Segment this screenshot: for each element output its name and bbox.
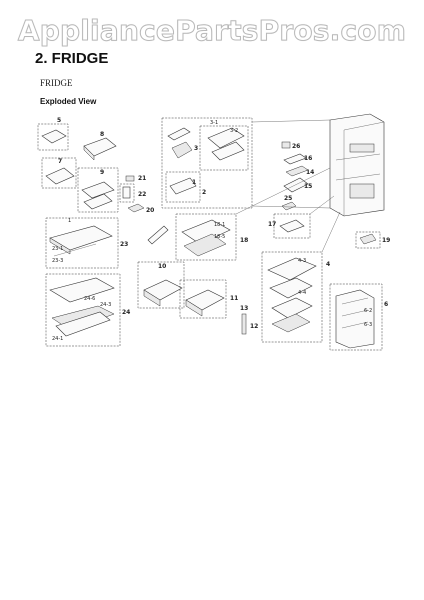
part-label-22: 22 — [138, 191, 146, 198]
right-mid-parts-group: 26 16 14 15 25 17 — [268, 141, 314, 239]
part-label-2: 2 — [202, 189, 206, 196]
part-label-17: 17 — [268, 221, 276, 228]
part-label-10: 10 — [158, 263, 166, 270]
part-label-13: 13 — [240, 305, 248, 312]
part-label-19: 19 — [382, 237, 390, 244]
door-group: 6 6-2 6-3 — [329, 283, 388, 351]
cabinet-group — [329, 113, 385, 217]
svg-text:24-3: 24-3 — [100, 302, 111, 308]
part-label-1: 1 — [192, 179, 196, 186]
part-label-9: 9 — [100, 169, 104, 176]
exploded-view-label: Exploded View — [40, 97, 97, 106]
svg-text:3-1: 3-1 — [210, 120, 218, 126]
part-label-23: 23 — [120, 241, 128, 248]
part-label-11: 11 — [230, 295, 238, 302]
svg-text:4-3: 4-3 — [298, 258, 306, 264]
section-subtitle: FRIDGE — [40, 78, 73, 88]
svg-text:6-3: 6-3 — [364, 322, 372, 328]
part-label-3: 3 — [194, 145, 198, 152]
svg-text:23-3: 23-3 — [52, 258, 63, 264]
part-label-18: 18 — [240, 237, 248, 244]
svg-text:6-2: 6-2 — [364, 308, 372, 314]
part-label-24: 24 — [122, 309, 130, 316]
door-bins-group: 4 4-3 4-4 — [261, 251, 330, 343]
part-label-7: 7 — [58, 158, 62, 165]
svg-text:18-5: 18-5 — [214, 234, 225, 240]
svg-text:23-1: 23-1 — [52, 246, 63, 252]
crisper-cover-group: 24 24-3 24-6 24-1 — [45, 273, 130, 347]
svg-text:1: 1 — [68, 218, 71, 224]
part-label-25: 25 — [284, 195, 292, 202]
part-label-16: 16 — [304, 155, 312, 162]
part-label-6: 6 — [384, 301, 388, 308]
part-label-12: 12 — [250, 323, 258, 330]
drawer-group: 10 11 12 13 — [137, 261, 258, 335]
hinge-group: 19 — [355, 231, 390, 249]
part-label-14: 14 — [306, 169, 314, 176]
glass-shelf-group: 23 1 23-1 23-3 — [45, 217, 128, 269]
svg-text:24-6: 24-6 — [84, 296, 95, 302]
svg-text:4-4: 4-4 — [298, 290, 306, 296]
water-filter-group — [147, 225, 169, 245]
section-title: 2. FRIDGE — [35, 50, 109, 67]
upper-shelves-group: 5 8 7 9 — [37, 117, 119, 213]
small-parts-group: 21 22 20 — [119, 175, 154, 214]
part-label-15: 15 — [304, 183, 312, 190]
ice-module-group: 18 18-1 18-5 — [175, 213, 248, 261]
part-label-20: 20 — [146, 207, 154, 214]
watermark-logo: AppliancePartsPros.com — [17, 14, 407, 48]
part-label-8: 8 — [100, 131, 104, 138]
svg-text:24-1: 24-1 — [52, 336, 63, 342]
part-label-5: 5 — [57, 117, 61, 124]
part-label-4: 4 — [326, 261, 330, 268]
svg-text:3-2: 3-2 — [230, 128, 238, 134]
leader-lines — [235, 119, 341, 253]
part-label-26: 26 — [292, 143, 300, 150]
control-housing-group: 1 2 3 3-1 3-2 — [161, 117, 253, 209]
part-label-21: 21 — [138, 175, 146, 182]
svg-text:18-1: 18-1 — [214, 222, 225, 228]
